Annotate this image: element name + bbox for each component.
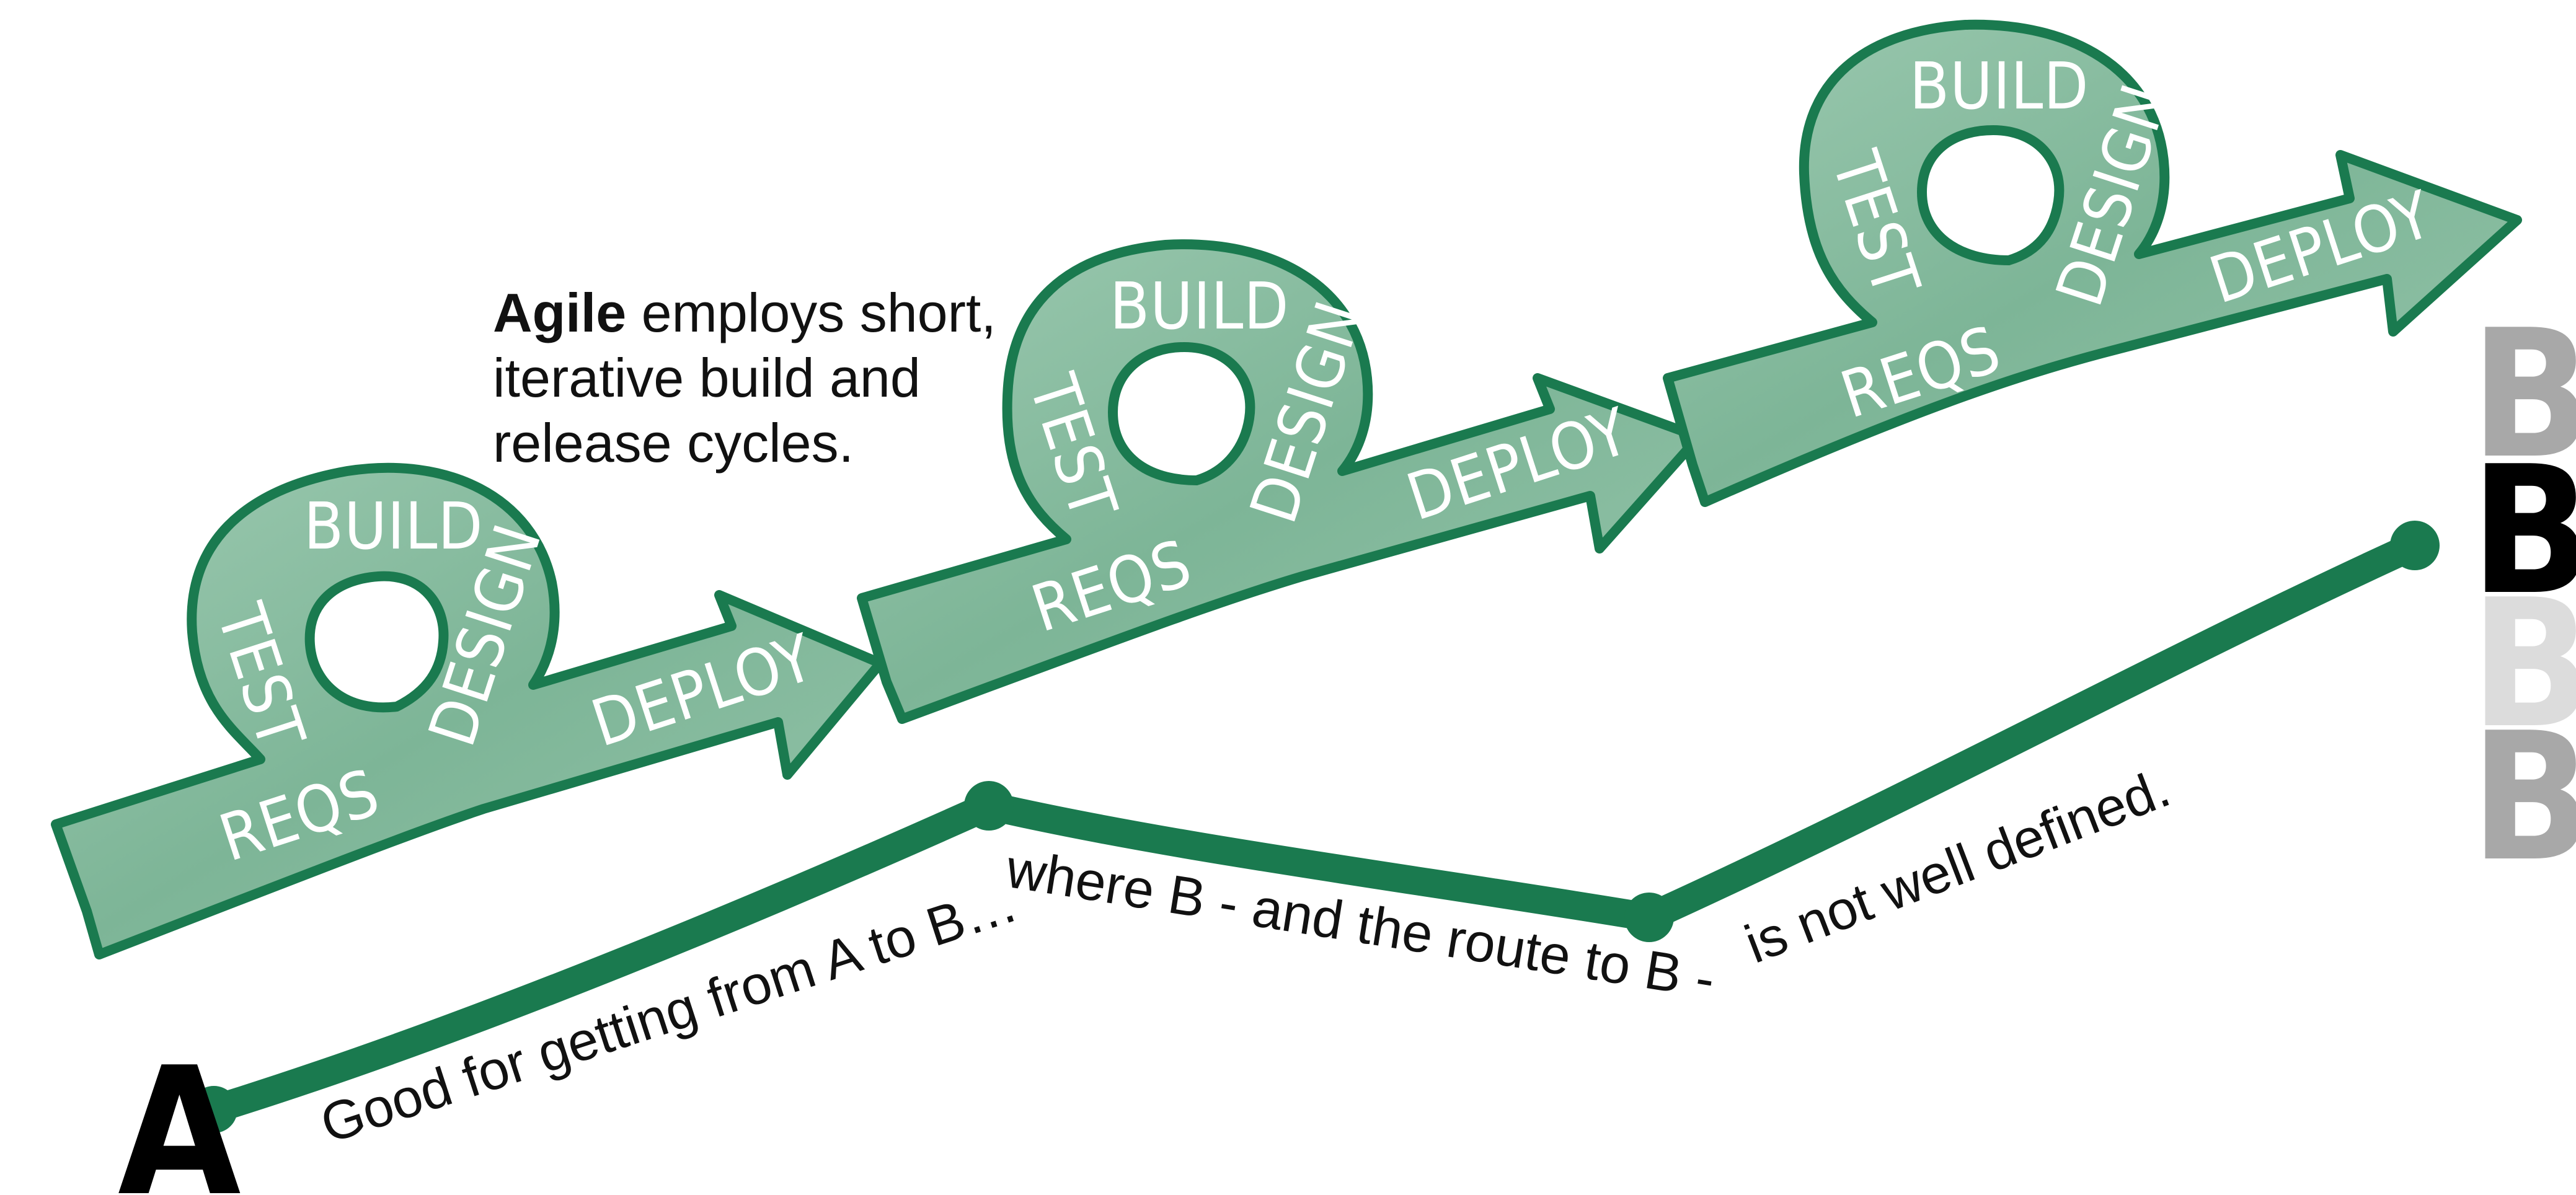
cycle-2-build-label: BUILD (1110, 268, 1289, 344)
cycle-3-arrow-shape (1663, 19, 2522, 507)
cycle-3: BUILD TEST DESIGN REQS DEPLOY (1663, 19, 2522, 507)
intro-strong-word: Agile (493, 282, 626, 343)
intro-line-3: release cycles. (493, 412, 854, 474)
cycle-1-build-label: BUILD (304, 488, 483, 564)
intro-line-1: Agile employs short, (493, 282, 996, 343)
intro-line-1-rest: employs short, (626, 282, 996, 343)
cycle-1: BUILD TEST DESIGN REQS DEPLOY (51, 462, 885, 959)
start-letter-a: A (118, 1030, 242, 1195)
route-caption-3: is not well defined. (1737, 757, 2177, 975)
end-letter-b-4: B (2471, 695, 2576, 901)
route-end-dot (2390, 521, 2440, 570)
intro-text: Agile employs short, iterative build and… (493, 282, 996, 474)
cycle-1-arrow-shape (51, 462, 885, 959)
end-letter-b-3: B (2471, 562, 2576, 767)
end-letter-b-2: B (2471, 428, 2576, 634)
cycle-2-arrow-shape (857, 239, 1704, 724)
intro-line-2: iterative build and (493, 347, 921, 408)
route-line (200, 531, 2429, 1124)
cycle-3-loop-hole (1916, 125, 2065, 266)
end-letter-b-1: B (2471, 292, 2576, 498)
route-caption-1: Good for getting from A to B… (313, 871, 1024, 1155)
route-valley-dot (1624, 893, 1674, 942)
cycle-3-build-label: BUILD (1910, 48, 2089, 124)
cycle-1-loop-hole (304, 571, 449, 713)
route-peak-dot (964, 781, 1014, 831)
route-start-dot (190, 1086, 237, 1133)
cycle-2-loop-hole (1107, 342, 1255, 486)
